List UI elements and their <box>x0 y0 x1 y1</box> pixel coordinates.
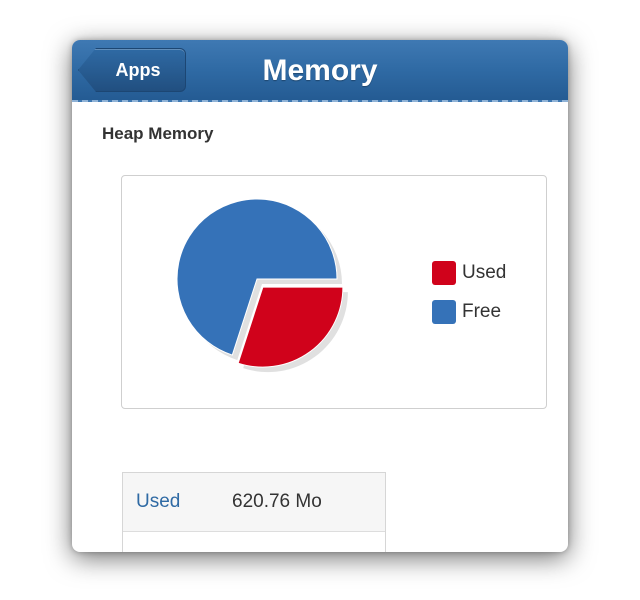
legend-label-free: Free <box>462 301 502 322</box>
navigation-bar: Apps Memory <box>72 40 568 102</box>
row-key: Used <box>136 491 181 512</box>
legend-swatch-free <box>432 300 456 324</box>
chart-card: Used Free <box>121 175 547 409</box>
table-row[interactable] <box>123 532 385 552</box>
section-title: Heap Memory <box>102 124 214 143</box>
back-button[interactable]: Apps <box>78 48 186 92</box>
legend-swatch-used <box>432 261 456 285</box>
pie-slice-used <box>237 286 344 368</box>
memory-table: Used 620.76 Mo <box>122 472 386 552</box>
legend-item-used: Used <box>432 260 506 286</box>
table-row[interactable]: Used 620.76 Mo <box>123 473 385 532</box>
pie-slice-free <box>176 198 338 356</box>
app-window: Apps Memory Heap Memory Used Free Used 6… <box>72 40 568 552</box>
pie-chart <box>176 198 348 373</box>
legend-label-used: Used <box>462 262 507 283</box>
legend-item-free: Free <box>432 299 506 325</box>
chart-legend: Used Free <box>432 260 506 338</box>
row-value: 620.76 Mo <box>232 491 322 512</box>
